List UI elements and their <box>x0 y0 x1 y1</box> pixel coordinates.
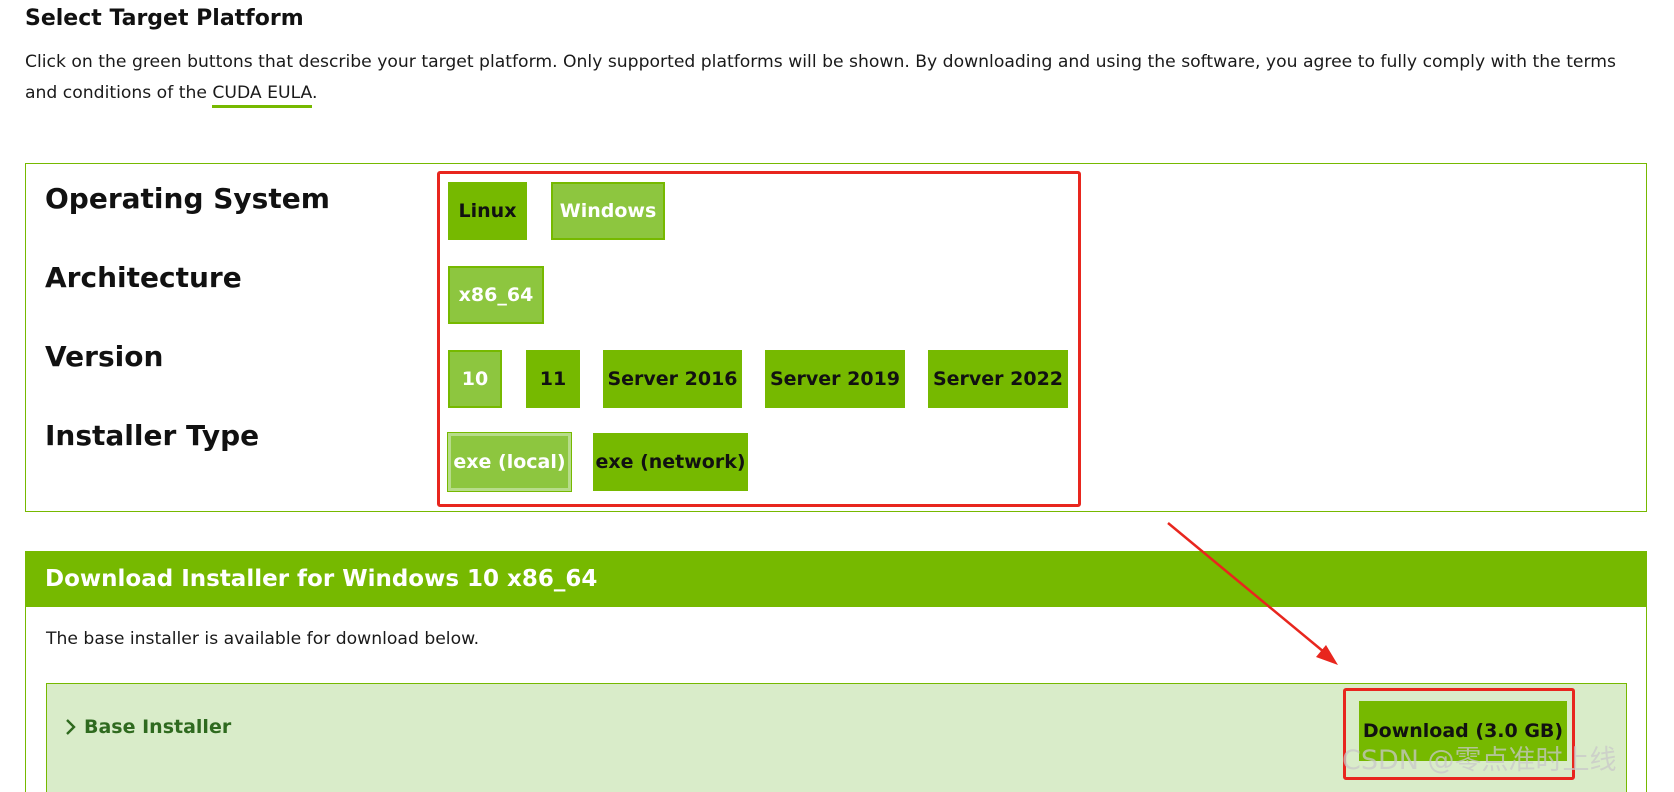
base-installer-toggle[interactable]: Base Installer <box>62 715 231 739</box>
cuda-eula-link[interactable]: CUDA EULA <box>212 83 312 108</box>
installer-option-exe-local[interactable]: exe (local) <box>447 432 572 492</box>
intro-text: Click on the green buttons that describe… <box>25 47 1645 109</box>
installer-option-exe-network[interactable]: exe (network) <box>593 433 748 491</box>
download-button[interactable]: Download (3.0 GB) <box>1359 701 1567 761</box>
version-option-server-2019[interactable]: Server 2019 <box>765 350 905 408</box>
platform-selector <box>25 163 1647 512</box>
version-option-10[interactable]: 10 <box>448 350 502 408</box>
intro-end: . <box>312 83 318 103</box>
os-option-linux[interactable]: Linux <box>448 182 527 240</box>
version-label: Version <box>45 340 164 373</box>
version-option-11[interactable]: 11 <box>526 350 580 408</box>
version-option-server-2022[interactable]: Server 2022 <box>928 350 1068 408</box>
page-title: Select Target Platform <box>25 6 304 31</box>
base-installer-label: Base Installer <box>84 716 232 738</box>
arch-option-x86_64[interactable]: x86_64 <box>448 266 544 324</box>
download-description: The base installer is available for down… <box>46 629 480 649</box>
version-option-server-2016[interactable]: Server 2016 <box>603 350 742 408</box>
download-header: Download Installer for Windows 10 x86_64 <box>25 551 1647 607</box>
installer-type-label: Installer Type <box>45 419 260 452</box>
watermark: CSDN @零点准时上线 <box>1342 745 1617 776</box>
os-label: Operating System <box>45 182 330 215</box>
os-option-windows[interactable]: Windows <box>551 182 665 240</box>
architecture-label: Architecture <box>45 261 242 294</box>
chevron-right-icon <box>66 719 76 735</box>
intro-body: Click on the green buttons that describe… <box>25 52 1616 103</box>
